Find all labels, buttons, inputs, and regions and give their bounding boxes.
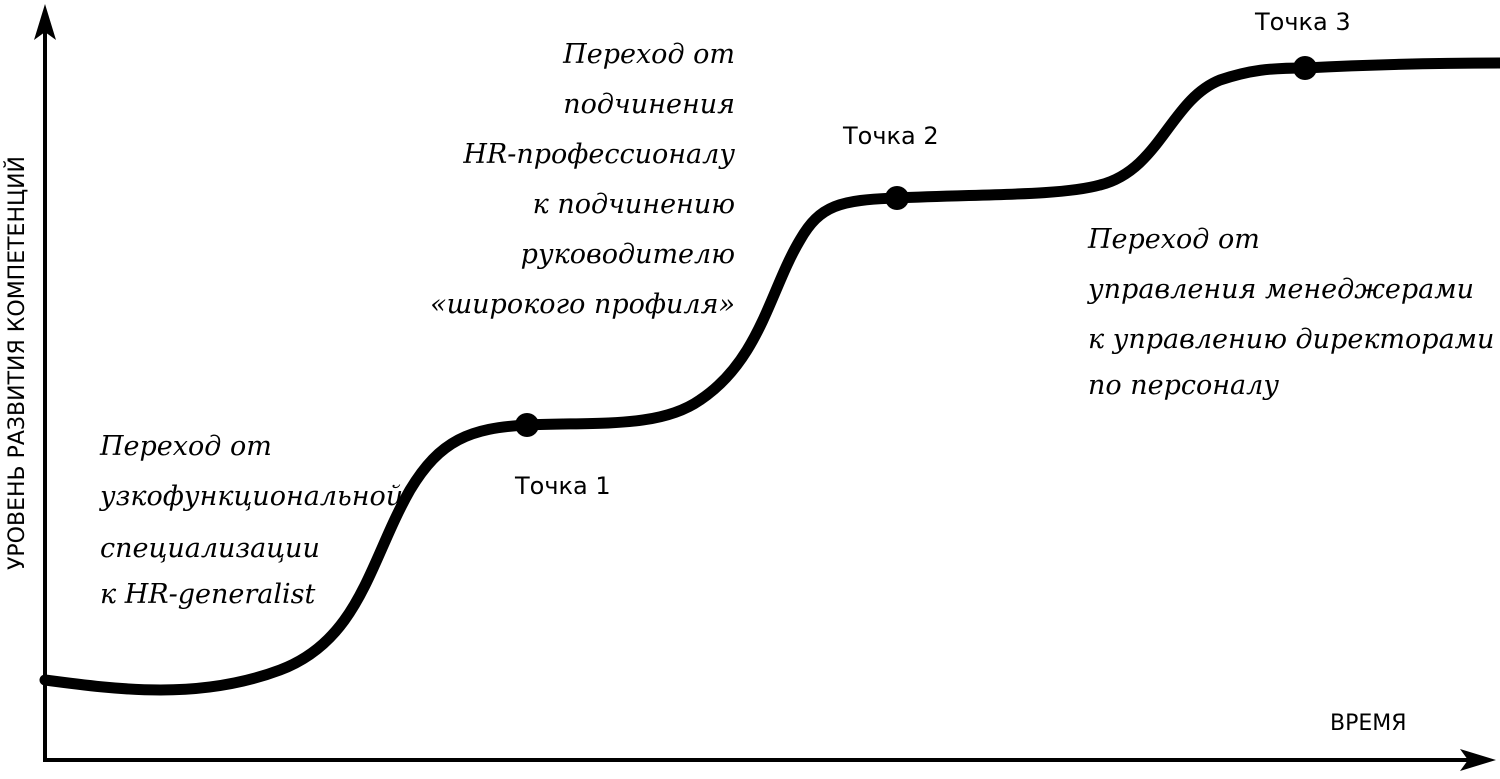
text-line: управления менеджерами (1087, 274, 1474, 305)
text-line: Переход от (562, 39, 735, 70)
text-line: узкофункциональной (99, 481, 403, 512)
text-line: Переход от (1087, 224, 1260, 255)
text-line: специализации (100, 533, 320, 564)
x-axis-label: ВРЕМЯ (1330, 711, 1407, 736)
point-3-marker (1293, 56, 1317, 80)
competency-growth-curve (39, 57, 1500, 696)
text-line: HR-профессионалу (462, 139, 735, 170)
point-3-label: Точка 3 (1254, 8, 1351, 36)
transition-2-text: Переход от подчинения HR-профессионалу к… (430, 39, 735, 320)
y-axis-arrow-icon (34, 4, 56, 40)
point-1-marker (515, 413, 539, 437)
text-line: Переход от (99, 431, 272, 462)
y-axis-label: УРОВЕНЬ РАЗВИТИЯ КОМПЕТЕНЦИЙ (4, 156, 30, 570)
point-2-label: Точка 2 (842, 122, 939, 150)
text-line: к управлению директорами (1088, 324, 1494, 355)
transition-3-text: Переход от управления менеджерами к упра… (1087, 224, 1494, 401)
text-line: по персоналу (1088, 370, 1279, 401)
text-line: к HR-generalist (100, 579, 315, 610)
point-1-label: Точка 1 (514, 472, 611, 500)
text-line: «широкого профиля» (430, 289, 735, 320)
text-line: подчинения (563, 89, 735, 120)
x-axis-arrow-icon (1460, 749, 1496, 771)
text-line: к подчинению (533, 189, 735, 220)
text-line: руководителю (521, 239, 735, 270)
point-2-marker (885, 186, 909, 210)
transition-1-text: Переход от узкофункциональной специализа… (99, 431, 403, 610)
